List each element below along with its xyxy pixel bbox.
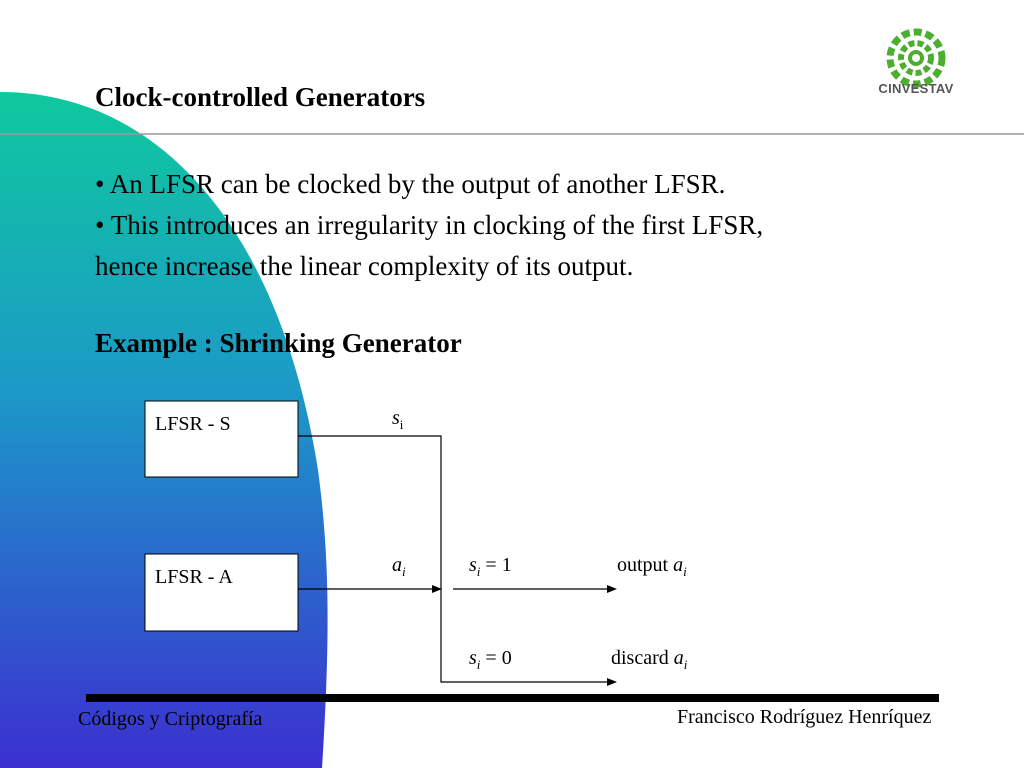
output-arrowhead	[607, 585, 617, 593]
s-symbol: s	[392, 407, 400, 429]
lfsr-a-label: LFSR - A	[155, 566, 233, 588]
cinvestav-logo-icon	[886, 28, 946, 88]
cond-one-value: = 1	[485, 554, 512, 576]
bullet-1: • An LFSR can be clocked by the output o…	[95, 169, 726, 199]
discard-a: a	[673, 647, 684, 669]
lfsr-s-box	[144, 400, 299, 478]
cond-zero-s: s	[469, 647, 477, 669]
lfsr-s-label: LFSR - S	[155, 413, 231, 435]
discard-text: discard	[611, 647, 669, 669]
lfsr-a-box	[144, 553, 299, 632]
output-text: output	[617, 554, 669, 576]
s-control-line	[298, 435, 442, 598]
example-heading: Example : Shrinking Generator	[95, 328, 462, 358]
logo-text: CINVESTAV	[878, 81, 954, 96]
bullet-2-continuation: hence increase the linear complexity of …	[95, 251, 634, 281]
bullet-list: • An LFSR can be clocked by the output o…	[95, 164, 975, 287]
output-label: output ai	[617, 554, 687, 580]
footer-rule	[86, 694, 939, 702]
condition-one: si = 1	[469, 554, 512, 580]
condition-zero: si = 0	[469, 647, 512, 673]
a-input-arrowhead	[432, 585, 442, 593]
output-a-sub: i	[683, 564, 687, 579]
s-subscript: i	[399, 417, 404, 432]
discard-branch-line	[440, 598, 610, 683]
bullet-2: • This introduces an irregularity in clo…	[95, 210, 764, 240]
a-subscript: i	[402, 564, 406, 579]
footer-author: Francisco Rodríguez Henríquez	[677, 706, 932, 728]
discard-label: discard ai	[611, 647, 687, 673]
cond-one-s: s	[469, 554, 477, 576]
output-a: a	[673, 554, 684, 576]
discard-arrowhead	[607, 678, 617, 686]
discard-a-sub: i	[683, 657, 688, 672]
cond-zero-value: = 0	[485, 647, 512, 669]
slide-title: Clock-controlled Generators	[95, 82, 426, 112]
footer-course-title: Códigos y Criptografía	[78, 708, 263, 730]
a-symbol: a	[392, 554, 402, 576]
cond-one-sub: i	[476, 564, 481, 579]
s-i-label: si	[392, 407, 403, 433]
a-i-label: ai	[392, 554, 406, 580]
cond-zero-sub: i	[476, 657, 481, 672]
